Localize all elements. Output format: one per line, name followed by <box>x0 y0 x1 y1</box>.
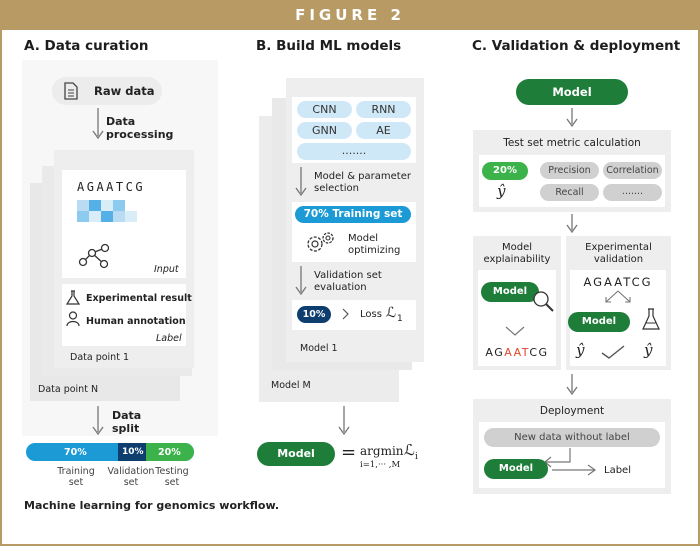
model-pill-top: Model <box>516 79 628 105</box>
experimental-result-label: Experimental result <box>86 293 192 304</box>
label-tag: Label <box>156 333 182 344</box>
split-test-pct: 20% <box>158 447 181 458</box>
loss-label: Loss <box>360 309 382 320</box>
magnifier-icon <box>533 291 554 312</box>
chevron-down-icon <box>505 326 525 336</box>
model-1-label: Model 1 <box>300 343 338 354</box>
data-point-1-label: Data point 1 <box>70 352 129 363</box>
split-test-name: Testing set <box>155 466 189 488</box>
model-option-rnn: RNN <box>356 101 411 118</box>
metric-recall: Recall <box>540 184 599 201</box>
y-hat-left: ŷ <box>576 341 585 359</box>
split-validation-segment <box>118 443 146 461</box>
deploy-model-pill: Model <box>484 459 548 479</box>
deploy-label-text: Label <box>604 465 631 476</box>
model-option-more: ....... <box>297 143 411 160</box>
data-split-label: Data split <box>112 409 142 435</box>
split-val-name: Validation set <box>107 466 155 488</box>
experimental-title: Experimental validation <box>585 242 652 265</box>
loss-symbol: ℒ <box>386 305 397 321</box>
raw-data-pill <box>52 77 162 105</box>
model-m-label: Model M <box>271 380 311 391</box>
new-data-pill: New data without label <box>484 428 660 447</box>
arrow-down <box>566 374 578 396</box>
model-option-cnn: CNN <box>297 101 352 118</box>
arrow-down <box>295 266 307 296</box>
loss-subscript: 1 <box>397 314 403 324</box>
equals-sign: = <box>341 442 357 463</box>
validation-eval-label: Validation set evaluation <box>314 270 382 293</box>
arrow-right <box>552 464 597 476</box>
human-annotation-label: Human annotation <box>86 316 186 327</box>
model-option-gnn: GNN <box>297 122 352 139</box>
data-point-n-label: Data point N <box>38 384 99 395</box>
metric-more: ....... <box>603 184 662 201</box>
arrow-down <box>566 108 578 128</box>
arrow-down <box>295 167 307 197</box>
graph-icon <box>78 243 110 269</box>
metric-correlation: Correlation <box>603 162 662 179</box>
gears-icon <box>307 232 334 252</box>
explain-model-pill: Model <box>481 282 539 302</box>
explain-seq-suffix: CG <box>529 346 549 359</box>
chevron-right-icon <box>342 308 349 320</box>
metric-precision: Precision <box>540 162 599 179</box>
figure-label: FIGURE 2 <box>0 0 700 30</box>
onehot-heatmap <box>77 200 137 222</box>
split-train-name: Training set <box>57 466 95 488</box>
section-a-title: A. Data curation <box>24 38 149 54</box>
arrow-down <box>92 108 104 140</box>
experimental-model-pill: Model <box>568 312 630 332</box>
y-hat-right: ŷ <box>644 341 653 359</box>
raw-data-label: Raw data <box>94 84 155 98</box>
check-icon <box>601 345 625 359</box>
explainability-title: Model explainability <box>483 242 551 265</box>
split-arrows <box>605 290 631 303</box>
validation-pct-pill: 10% <box>297 306 331 323</box>
y-hat-symbol: ŷ <box>497 182 506 200</box>
flask-icon <box>65 290 81 305</box>
section-b-title: B. Build ML models <box>256 38 402 54</box>
experimental-sequence: AGAATCG <box>583 275 653 289</box>
arrow-down <box>92 406 104 436</box>
final-model-pill: Model <box>257 442 335 466</box>
split-train-pct: 70% <box>64 447 87 458</box>
data-processing-label: Data processing <box>106 115 174 141</box>
label-box <box>62 284 186 346</box>
argmin-subscript: i=1,··· ,M <box>360 460 401 470</box>
deployment-title: Deployment <box>539 405 605 417</box>
split-testing-segment <box>146 443 194 461</box>
document-icon <box>64 82 78 100</box>
input-tag: Input <box>154 264 179 275</box>
explain-seq-highlight: AAT <box>504 346 530 359</box>
person-icon <box>66 311 80 327</box>
test-metric-title: Test set metric calculation <box>503 137 641 149</box>
arrow-down <box>566 214 578 234</box>
model-option-ae: AE <box>356 122 411 139</box>
flask-icon <box>642 308 660 330</box>
section-c-title: C. Validation & deployment <box>472 38 681 54</box>
argmin-loss-symbol: ℒ <box>404 441 415 459</box>
input-sequence: AGAATCG <box>77 180 146 194</box>
figure-caption: Machine learning for genomics workflow. <box>24 499 280 512</box>
model-optimizing-label: Model optimizing <box>348 233 401 256</box>
training-set-pill: 70% Training set <box>295 206 411 223</box>
explain-seq-prefix: AG <box>485 346 505 359</box>
arrow-down <box>338 406 350 436</box>
argmin-text: argmin <box>360 444 404 458</box>
explain-sequence: AGAATCG <box>478 346 556 359</box>
split-val-pct: 10% <box>122 447 144 457</box>
test-pct-pill: 20% <box>482 162 528 180</box>
model-selection-label: Model & parameter selection <box>314 171 411 194</box>
argmin-loss-index: i <box>415 452 418 462</box>
